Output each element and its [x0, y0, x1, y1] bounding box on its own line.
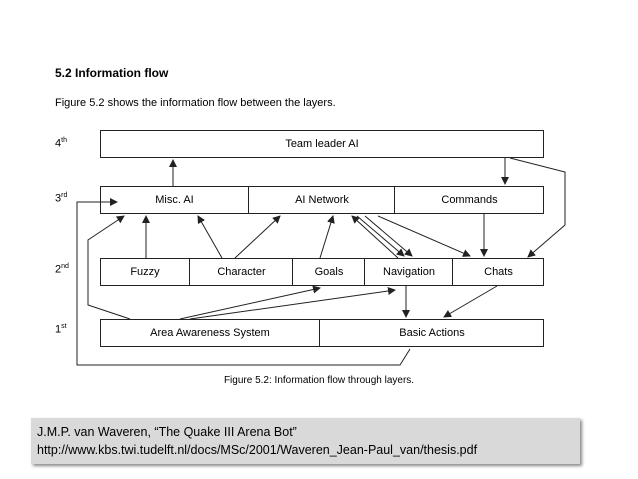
layer-label-1: 1st — [55, 323, 67, 336]
arrow-goals-ainetwork — [319, 215, 335, 259]
layer1-row: Area Awareness System Basic Actions — [100, 319, 544, 347]
goals-box: Goals — [292, 259, 365, 285]
intro-text: Figure 5.2 shows the information flow be… — [55, 97, 336, 109]
misc-ai-box: Misc. AI — [155, 194, 194, 206]
arrow-basicactions-miscai — [76, 198, 411, 366]
character-box: Character — [189, 259, 293, 285]
arrow-teamleader-chats — [509, 157, 566, 258]
team-leader-ai-box: Team leader AI — [100, 130, 544, 158]
arrow-character-ainetwork — [234, 215, 281, 259]
arrow-ainetwork-navigation-2 — [364, 215, 413, 257]
layer-label-4: 4th — [55, 137, 67, 150]
arrow-aas-navigation — [189, 287, 396, 320]
commands-box: Commands — [394, 187, 544, 213]
layer-label-3: 3rd — [55, 192, 68, 205]
arrow-chats-basicactions — [443, 285, 498, 318]
arrow-navigation-ainetwork-1 — [351, 215, 399, 259]
arrow-aas-miscai — [87, 215, 131, 320]
team-leader-ai-label: Team leader AI — [285, 138, 359, 150]
arrow-aas-goals — [179, 285, 321, 320]
navigation-box: Navigation — [364, 259, 453, 285]
figure-caption: Figure 5.2: Information flow through lay… — [223, 375, 415, 386]
basic-actions-box: Basic Actions — [319, 320, 544, 346]
fuzzy-box: Fuzzy — [130, 266, 160, 278]
chats-box: Chats — [452, 259, 544, 285]
arrow-ainetwork-navigation-1 — [356, 215, 405, 257]
section-title: 5.2 Information flow — [55, 66, 169, 80]
citation-author-title: J.M.P. van Waveren, “The Quake III Arena… — [37, 425, 297, 439]
layer3-row: Misc. AI AI Network Commands — [100, 186, 544, 214]
arrow-ainetwork-chats — [377, 215, 471, 257]
citation-url[interactable]: http://www.kbs.twi.tudelft.nl/docs/MSc/2… — [37, 443, 478, 457]
citation-box: J.M.P. van Waveren, “The Quake III Arena… — [31, 418, 580, 464]
arrow-character-miscai — [197, 215, 223, 259]
layer-label-2: 2nd — [55, 263, 69, 276]
layer2-row: Fuzzy Character Goals Navigation Chats — [100, 258, 544, 286]
area-awareness-system-box: Area Awareness System — [150, 327, 270, 339]
ai-network-box: AI Network — [248, 187, 395, 213]
